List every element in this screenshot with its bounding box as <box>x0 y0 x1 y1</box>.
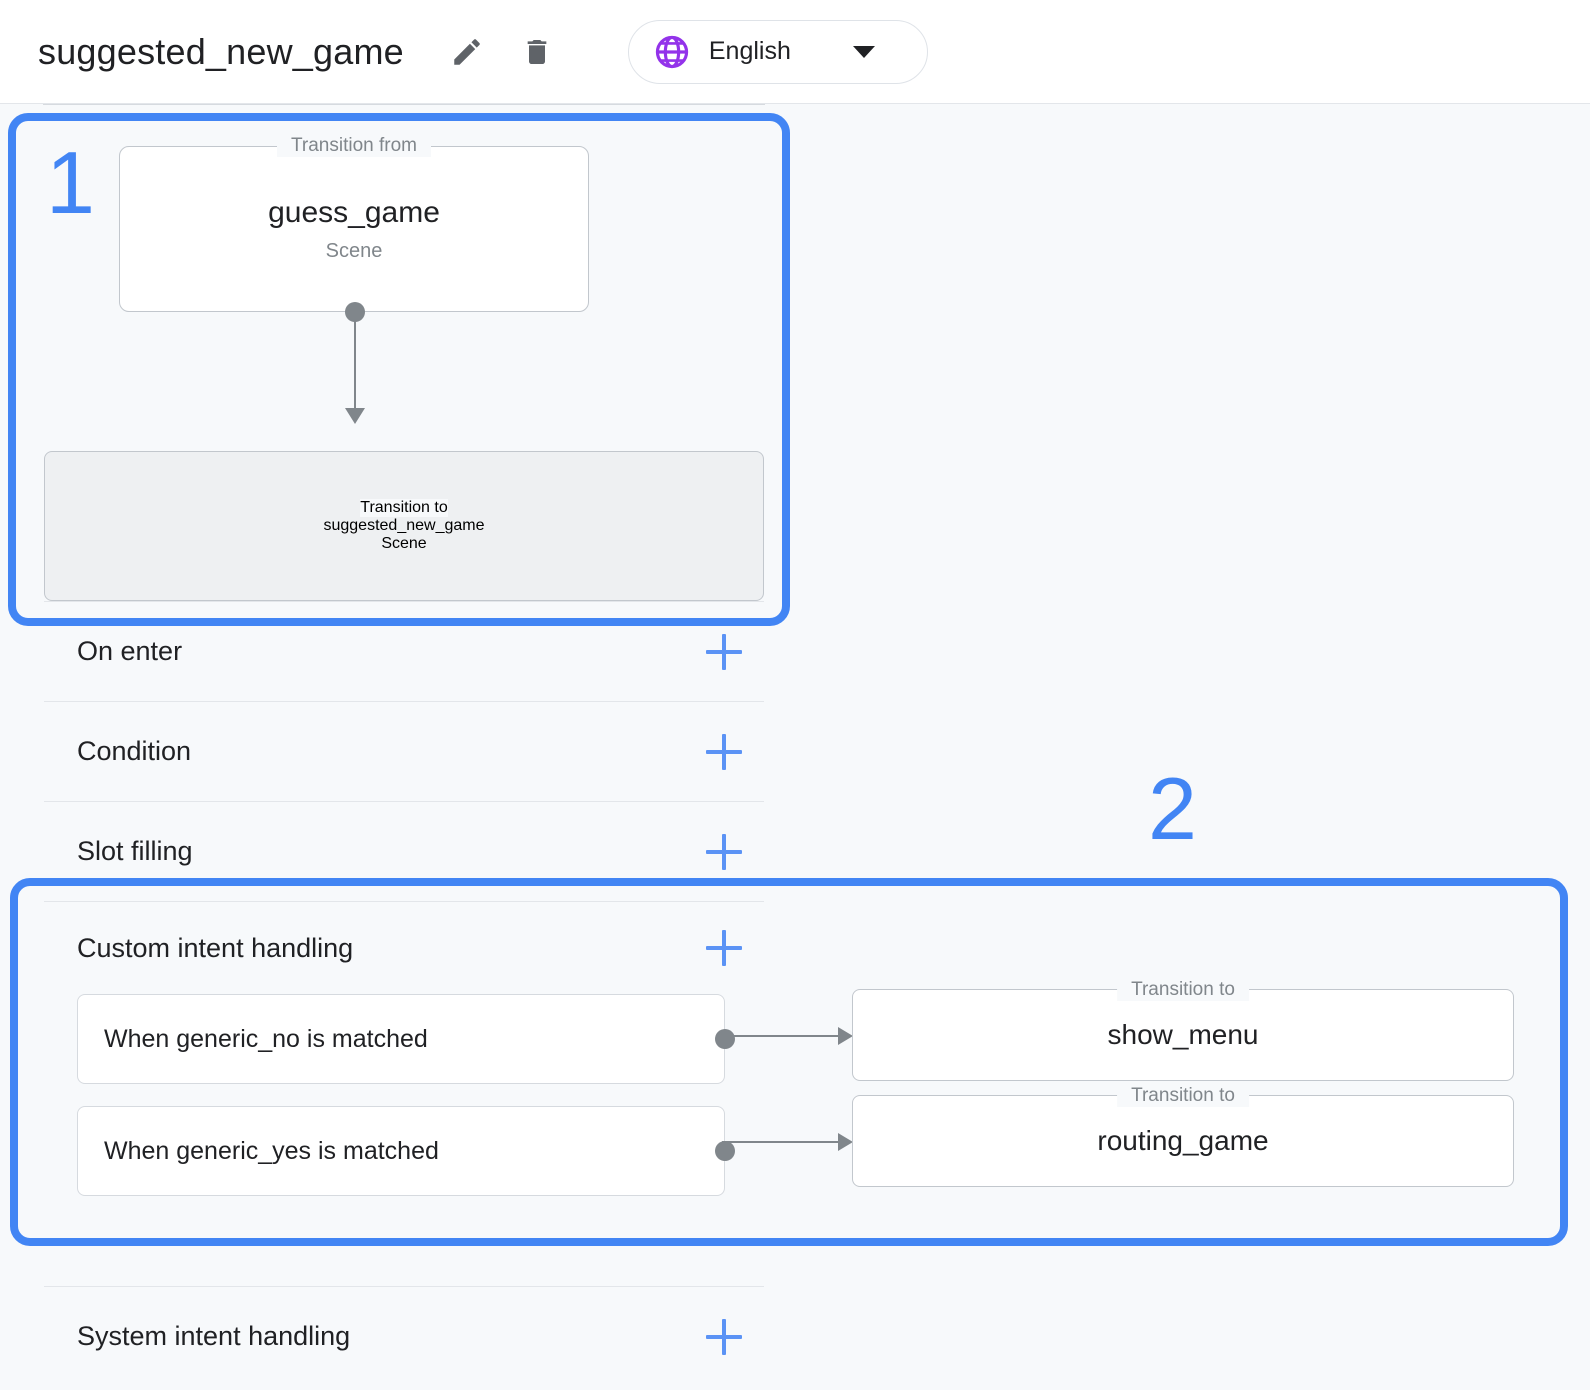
connector-arrow-icon <box>345 408 365 424</box>
list-item[interactable]: When generic_yes is matched <box>77 1106 735 1196</box>
page-title: suggested_new_game <box>38 30 404 72</box>
trash-icon[interactable] <box>514 29 560 75</box>
transition-to-name: show_menu <box>1107 1019 1259 1050</box>
section-group-custom-intent-handling: Custom intent handling When generic_no i… <box>44 901 764 1286</box>
transition-to-current-name: suggested_new_game <box>323 517 485 534</box>
section-label: On enter <box>77 636 183 666</box>
section-label: System intent handling <box>77 1321 351 1351</box>
transition-to-legend: Transition to <box>1117 979 1249 1001</box>
scene-canvas: Transition from guess_game Scene Transit… <box>0 104 1590 1390</box>
section-label: Condition <box>77 736 192 766</box>
annotation-number-2: 2 <box>1148 759 1197 858</box>
transition-connector <box>345 302 365 432</box>
transition-to-name: routing_game <box>1097 1125 1269 1156</box>
globe-icon-glyph <box>655 35 689 68</box>
add-system-intent-button[interactable] <box>706 1318 742 1355</box>
page-header: suggested_new_game English <box>0 0 1590 104</box>
edge-arrow-show-menu-icon <box>838 1027 853 1045</box>
add-condition-button[interactable] <box>706 733 742 770</box>
trash-icon-glyph <box>527 39 547 64</box>
add-slot-filling-button[interactable] <box>706 833 742 870</box>
pencil-icon-glyph <box>454 38 480 65</box>
transition-to-routing-game-node[interactable]: Transition to routing_game <box>852 1085 1514 1187</box>
connector-line <box>354 312 356 414</box>
intent-connector-dot <box>715 1029 735 1049</box>
transition-from-legend: Transition from <box>277 135 431 157</box>
edge-to-show-menu <box>722 1035 840 1037</box>
transition-to-current-legend: Transition to <box>360 499 448 517</box>
pencil-icon[interactable] <box>444 29 490 75</box>
intent-connector-dot <box>715 1141 735 1161</box>
section-row-on-enter[interactable]: On enter <box>44 601 764 701</box>
language-label: English <box>708 37 791 65</box>
add-custom-intent-button[interactable] <box>706 930 742 966</box>
section-row-slot-filling[interactable]: Slot filling <box>44 801 764 901</box>
annotation-number-1: 1 <box>46 133 95 232</box>
transition-from-type: Scene <box>325 239 383 262</box>
section-row-condition[interactable]: Condition <box>44 701 764 801</box>
add-on-enter-button[interactable] <box>706 633 742 670</box>
intent-handler-label: When generic_no is matched <box>104 1024 428 1053</box>
section-label: Slot filling <box>77 836 193 866</box>
transition-from-node[interactable]: Transition from guess_game Scene <box>119 135 589 312</box>
language-selector[interactable]: English <box>627 19 928 84</box>
edge-to-routing-game <box>722 1141 840 1143</box>
transition-to-show-menu-node[interactable]: Transition to show_menu <box>852 979 1514 1081</box>
scene-card: Transition to suggested_new_game Scene O… <box>43 104 765 1355</box>
scene-sections: On enter Condition Slot filling Custom i… <box>44 601 764 1386</box>
group-spacer <box>44 1218 764 1250</box>
transition-to-current-type: Scene <box>381 535 427 552</box>
chevron-down-icon[interactable] <box>852 45 875 58</box>
edge-arrow-routing-game-icon <box>838 1133 853 1151</box>
globe-icon <box>653 33 691 71</box>
intent-handler-label: When generic_yes is matched <box>104 1136 439 1165</box>
section-label: Custom intent handling <box>77 932 354 963</box>
section-row-system-intent-handling[interactable]: System intent handling <box>44 1286 764 1386</box>
transition-to-legend: Transition to <box>1117 1085 1249 1107</box>
transition-to-current-node[interactable]: Transition to suggested_new_game Scene <box>44 451 764 601</box>
custom-intent-handling-header[interactable]: Custom intent handling <box>44 902 764 994</box>
list-item[interactable]: When generic_no is matched <box>77 994 735 1084</box>
transition-from-name: guess_game <box>268 195 440 229</box>
